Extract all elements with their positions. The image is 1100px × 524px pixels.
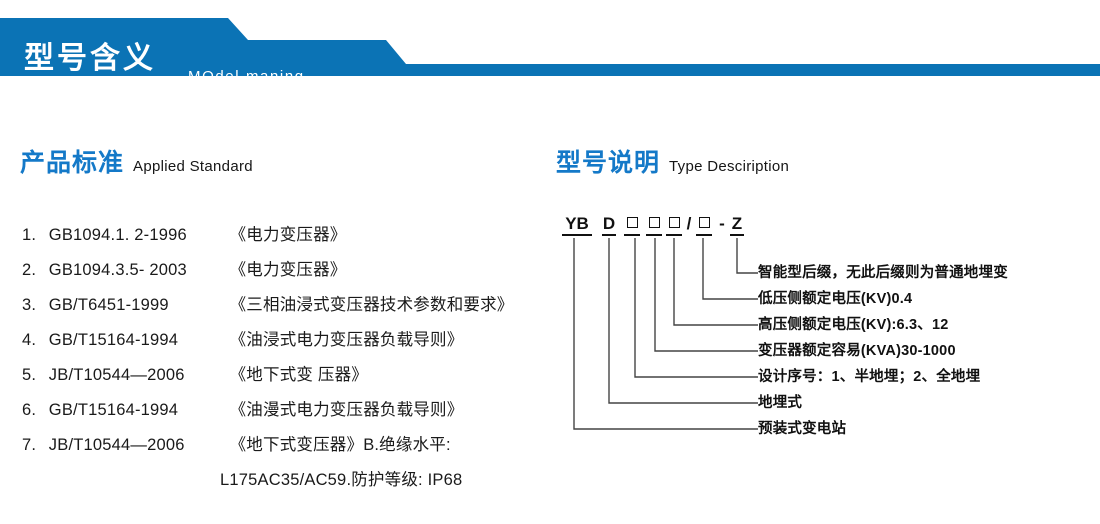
list-item: 2. GB1094.3.5- 2003 《电力变压器》 — [22, 253, 542, 288]
label-hv-rated-voltage: 高压侧额定电压(KV):6.3、12 — [758, 317, 949, 333]
banner-title-en: MOdel maning — [188, 68, 305, 85]
standard-number: 1. — [22, 226, 37, 244]
standard-number: 5. — [22, 366, 37, 384]
label-lv-rated-voltage: 低压侧额定电压(KV)0.4 — [758, 291, 913, 307]
type-code-diagram: YB D / - Z — [556, 214, 1096, 464]
banner-shape — [0, 18, 1100, 76]
leader-lines — [573, 238, 758, 430]
list-item: 1. GB1094.1. 2-1996 《电力变压器》 — [22, 218, 542, 253]
label-rated-capacity: 变压器额定容易(KVA)30-1000 — [758, 343, 956, 359]
code-segment-box-2 — [646, 214, 662, 236]
empty-box-icon — [668, 217, 680, 228]
standard-code: GB1094.1. 2-1996 — [48, 226, 187, 244]
standard-code: GB/T15164-1994 — [48, 401, 179, 419]
section-heading-left-en: Applied Standard — [133, 158, 253, 175]
code-segment-z: Z — [730, 214, 744, 236]
standards-list: 1. GB1094.1. 2-1996 《电力变压器》 2. GB1094.3.… — [22, 218, 542, 498]
standard-title: 《地下式变 压器》 — [229, 366, 368, 384]
leader-line-7 — [736, 238, 758, 274]
code-segment-box-4 — [696, 214, 712, 236]
standard-code: GB/T15164-1994 — [48, 331, 179, 349]
standard-number: 6. — [22, 401, 37, 419]
list-item: 7. JB/T10544—2006 《地下式变压器》B.绝缘水平: — [22, 428, 542, 463]
banner-title-cn: 型号含义 — [24, 42, 156, 75]
standard-title: 《三相油浸式变压器技术参数和要求》 — [229, 296, 514, 314]
standard-title: 《电力变压器》 — [229, 261, 347, 279]
standard-title: 《油浸式电力变压器负载导则》 — [229, 331, 464, 349]
code-separator-dash: - — [719, 214, 725, 233]
section-heading-left-cn: 产品标准 — [20, 149, 125, 177]
code-separator-slash: / — [686, 214, 692, 233]
standard-code: GB1094.3.5- 2003 — [48, 261, 187, 279]
section-heading-right-en: Type Desciription — [669, 158, 790, 175]
standard-number: 3. — [22, 296, 37, 314]
page-header-banner: 型号含义 MOdel maning — [0, 18, 1100, 90]
label-smart-suffix: 智能型后缀，无此后缀则为普通地埋变 — [758, 265, 1008, 281]
empty-box-icon — [626, 217, 638, 228]
standard-title: 《油漫式电力变压器负载导则》 — [229, 401, 464, 419]
standard-code: GB/T6451-1999 — [48, 296, 169, 314]
leader-line-3 — [634, 238, 758, 378]
leader-line-2 — [608, 238, 758, 404]
code-segment-box-3 — [666, 214, 682, 236]
standard-number: 4. — [22, 331, 37, 349]
standard-title: 《地下式变压器》B.绝缘水平: — [229, 436, 451, 454]
label-prefab-substation: 预装式变电站 — [758, 421, 847, 437]
standard-continuation-line: L175AC35/AC59.防护等级: IP68 — [220, 471, 463, 489]
section-heading-right-cn: 型号说明 — [556, 149, 661, 177]
label-buried-type: 地埋式 — [758, 395, 803, 411]
code-segment-yb: YB — [562, 214, 592, 236]
section-heading-type-description: 型号说明 Type Desciription — [556, 143, 789, 179]
standard-code: JB/T10544—2006 — [48, 366, 185, 384]
leader-line-6 — [702, 238, 758, 300]
label-design-serial: 设计序号：1、半地埋；2、全地埋 — [758, 369, 981, 385]
code-segment-d: D — [602, 214, 616, 236]
leader-line-5 — [673, 238, 758, 326]
standard-number: 7. — [22, 436, 37, 454]
list-item: 3. GB/T6451-1999 《三相油浸式变压器技术参数和要求》 — [22, 288, 542, 323]
list-item: 5. JB/T10544—2006 《地下式变 压器》 — [22, 358, 542, 393]
standard-code: JB/T10544—2006 — [48, 436, 185, 454]
leader-line-4 — [654, 238, 758, 352]
list-item: 6. GB/T15164-1994 《油漫式电力变压器负载导则》 — [22, 393, 542, 428]
list-item: 4. GB/T15164-1994 《油浸式电力变压器负载导则》 — [22, 323, 542, 358]
code-segment-box-1 — [624, 214, 640, 236]
empty-box-icon — [698, 217, 710, 228]
standard-title: 《电力变压器》 — [229, 226, 347, 244]
leader-line-1 — [573, 238, 758, 430]
section-heading-applied-standard: 产品标准 Applied Standard — [20, 143, 253, 179]
standard-number: 2. — [22, 261, 37, 279]
empty-box-icon — [648, 217, 660, 228]
